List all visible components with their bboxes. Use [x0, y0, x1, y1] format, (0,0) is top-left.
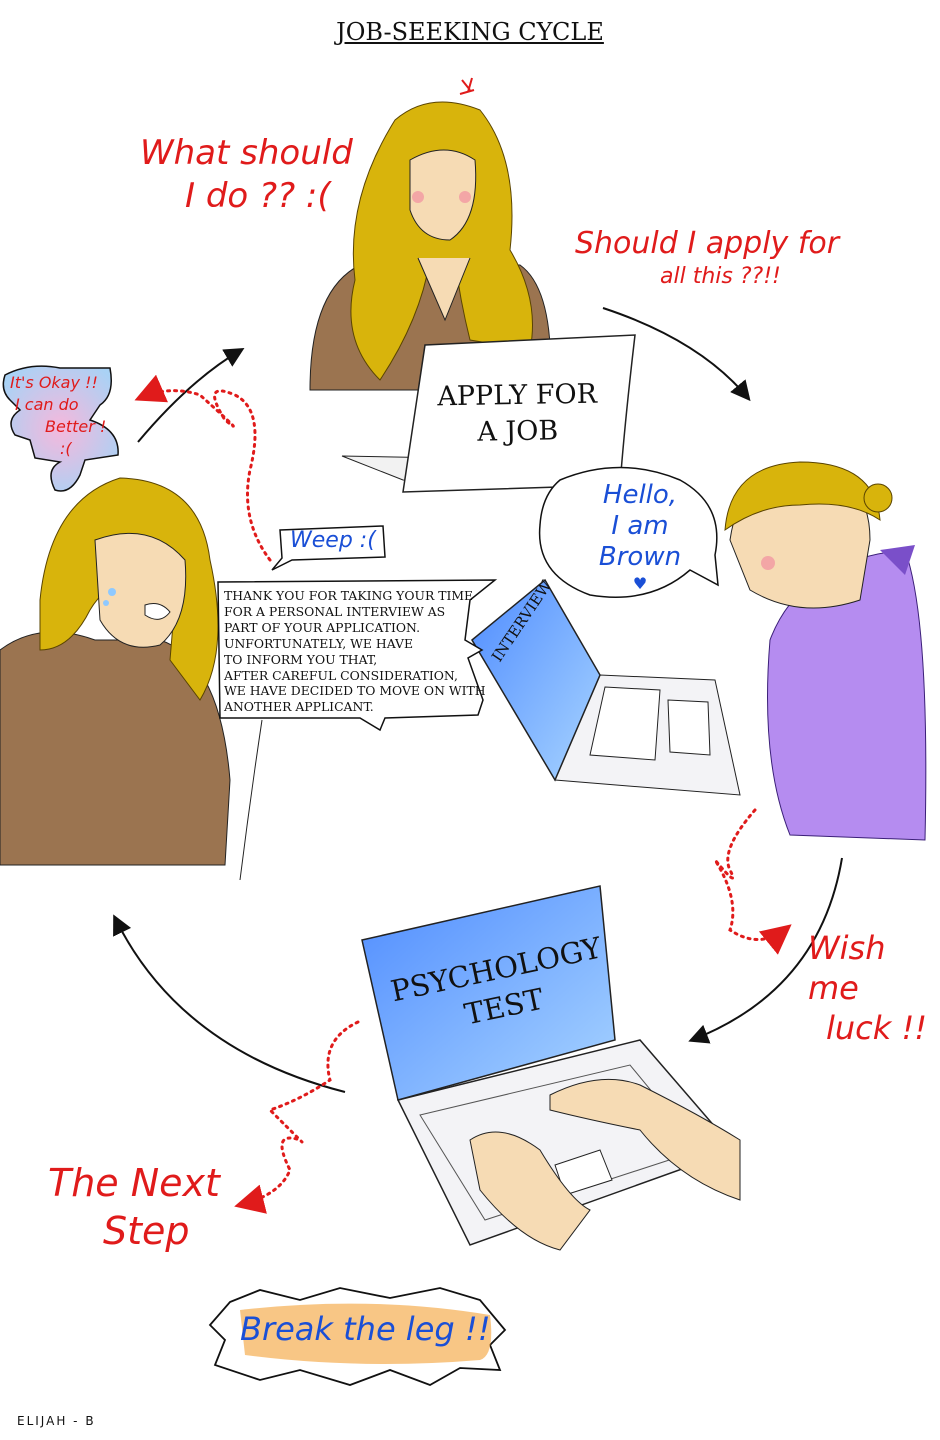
caption-what-should: What should I do ?? :(: [140, 132, 353, 217]
caption-line: I do ?? :(: [185, 175, 331, 216]
caption-line: I can do: [15, 395, 79, 414]
stage-label: APPLY FOR: [437, 378, 598, 413]
caption-break-the-leg: Break the leg !!: [240, 1310, 491, 1348]
rejection-letter-bubble: [217, 579, 498, 732]
caption-line: Better !: [45, 417, 107, 436]
caption-line: Step: [103, 1208, 190, 1253]
caption-line: I am Brown: [598, 511, 682, 573]
arrow-apply-to-interview: [602, 307, 751, 402]
caption-line: all this ??!!: [660, 263, 781, 289]
letter-line: TO INFORM YOU THAT,: [224, 651, 378, 667]
hello-speech-bubble: [538, 466, 719, 598]
letter-line: ANOTHER APPLICANT.: [224, 699, 374, 715]
caption-line: luck !!: [826, 1009, 928, 1047]
letter-line: AFTER CAREFUL CONSIDERATION,: [224, 667, 458, 683]
interview-woman-illustration: [724, 461, 927, 841]
frustrated-woman-illustration: [309, 77, 552, 391]
letter-line: UNFORTUNATELY, WE HAVE: [224, 635, 414, 651]
caption-line: Should I apply for: [575, 226, 840, 261]
its-okay-cloud: [2, 365, 119, 492]
heart-icon: ♥: [632, 573, 648, 593]
stage-label: A JOB: [477, 415, 559, 448]
letter-line: PART OF YOUR APPLICATION.: [224, 619, 421, 635]
page-title: JOB-SEEKING CYCLE: [336, 18, 604, 46]
caption-weep: Weep :(: [290, 528, 376, 553]
interview-laptop-illustration: [471, 578, 741, 796]
arrow-rejection-to-apply: [137, 347, 245, 443]
apply-laptop-illustration: [341, 334, 636, 493]
letter-line: FOR A PERSONAL INTERVIEW AS: [224, 603, 446, 619]
caption-line: The Next: [48, 1161, 220, 1205]
psychology-laptop-illustration: [361, 885, 741, 1251]
caption-should-apply: Should I apply for all this ??!!: [575, 225, 839, 290]
caption-line: It's Okay !!: [10, 373, 98, 392]
caption-line: Hello,: [602, 480, 678, 510]
letter-line: THANK YOU FOR TAKING YOUR TIME: [224, 588, 474, 603]
arrow-test-to-rejection: [113, 914, 346, 1093]
stage-apply-for-job: APPLY FOR A JOB: [419, 376, 615, 451]
crying-woman-illustration: [0, 477, 231, 866]
artist-signature: ELIJAH - B: [17, 1414, 96, 1428]
letter-line: WE HAVE DECIDED TO MOVE ON WITH: [224, 683, 486, 699]
rejection-letter: THANK YOU FOR TAKING YOUR TIME FOR A PER…: [224, 588, 489, 715]
caption-its-okay: It's Okay !! I can do Better ! :(: [10, 372, 106, 460]
weep-speech-bubble: [271, 525, 386, 571]
arrow-interview-to-test: [688, 857, 843, 1044]
caption-next-step: The Next Step: [48, 1160, 220, 1255]
caption-wish-luck: Wish me luck !!: [808, 928, 940, 1048]
caption-line: Wish me: [808, 929, 886, 1007]
cycle-arrows: [113, 307, 843, 1093]
dotted-paths: [134, 374, 792, 1214]
caption-line: What should: [140, 133, 353, 173]
caption-line: :(: [60, 439, 72, 458]
caption-hello: Hello, I am Brown ♥: [570, 480, 710, 593]
